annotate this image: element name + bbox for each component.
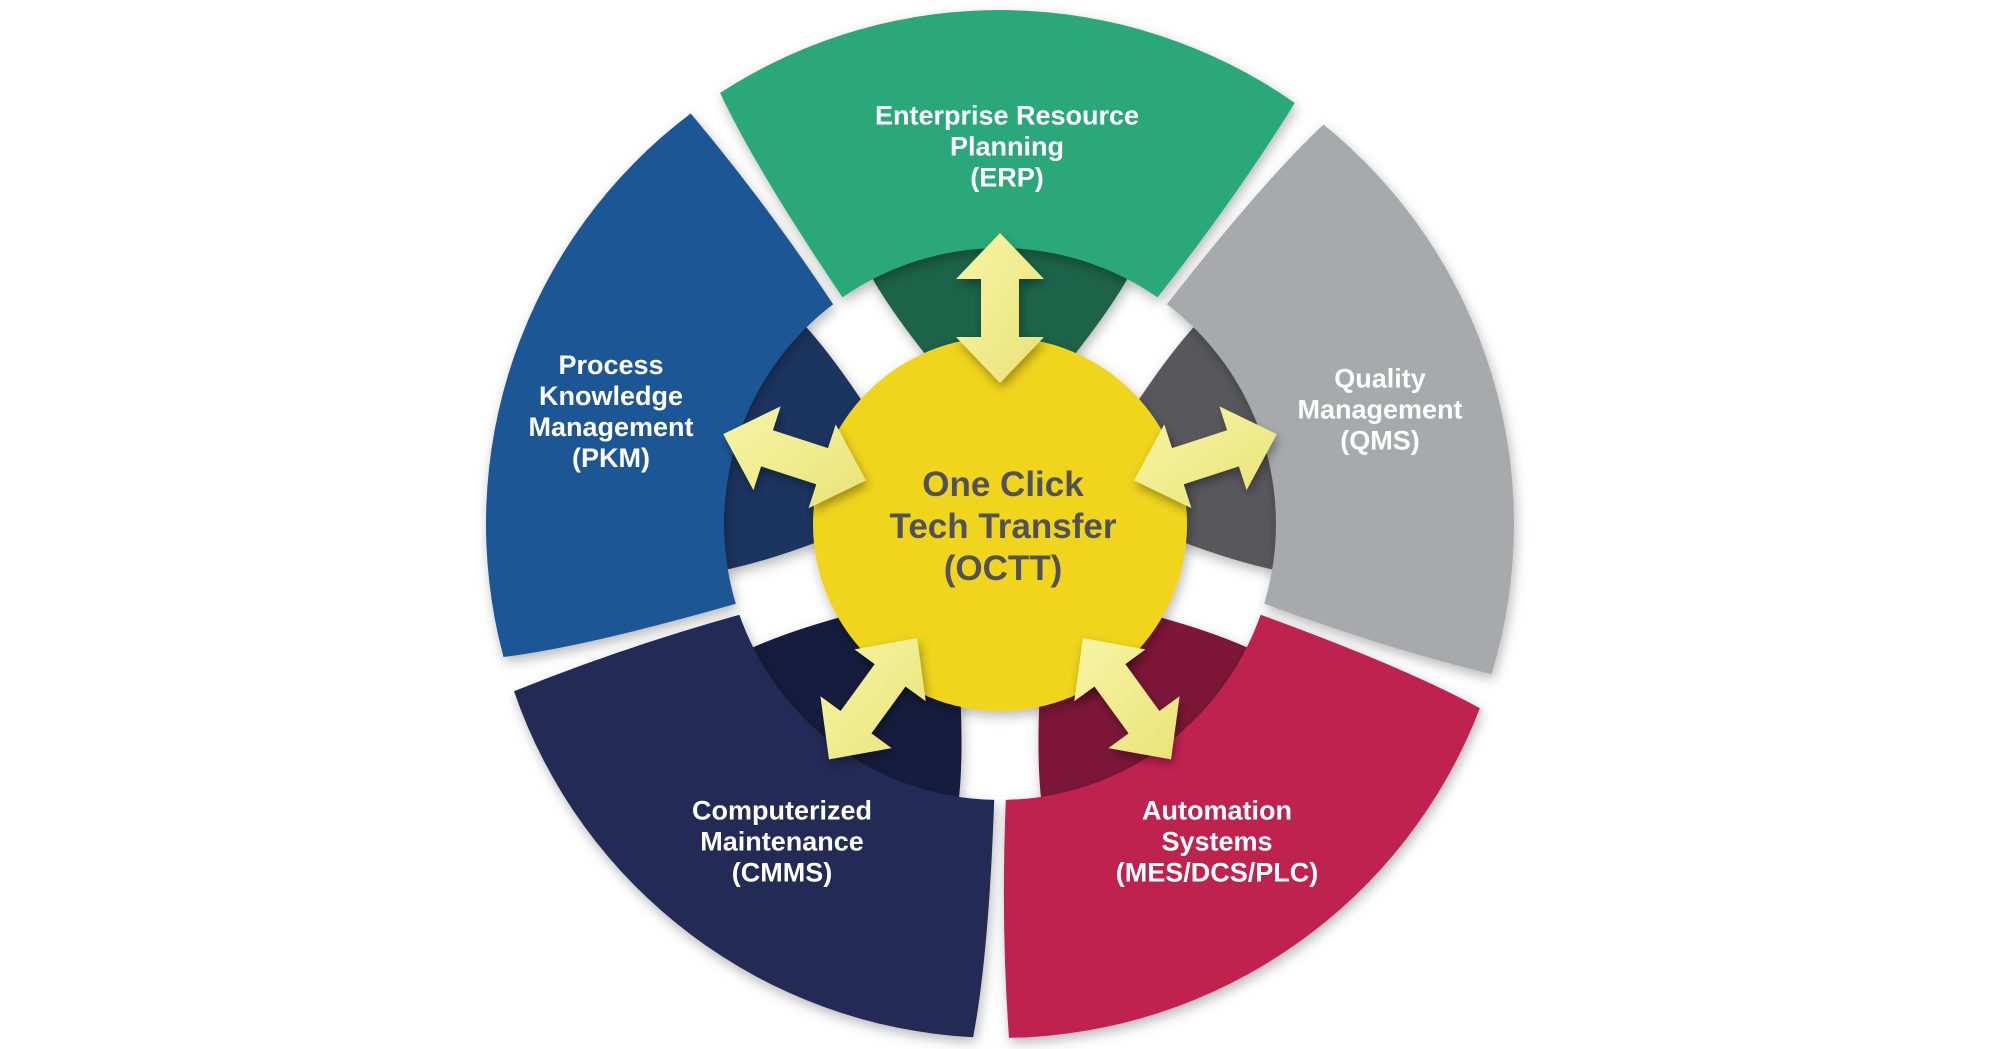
double-arrow-icon-cmms <box>820 638 926 760</box>
arrows-layer <box>723 233 1277 760</box>
hub-circle <box>813 337 1187 711</box>
segment-erp-petal <box>720 10 1295 298</box>
segment-automation-petal <box>1003 614 1480 1038</box>
segment-qms-petal <box>1166 124 1514 675</box>
segment-pkm-petal <box>486 113 834 657</box>
double-arrow-icon-automation <box>1074 638 1180 760</box>
petals-layer <box>486 10 1514 1038</box>
segment-cmms-petal <box>514 614 995 1038</box>
double-arrow-icon-qms <box>1134 406 1277 509</box>
double-arrow-icon-erp <box>956 233 1044 383</box>
double-arrow-icon-pkm <box>723 406 866 509</box>
